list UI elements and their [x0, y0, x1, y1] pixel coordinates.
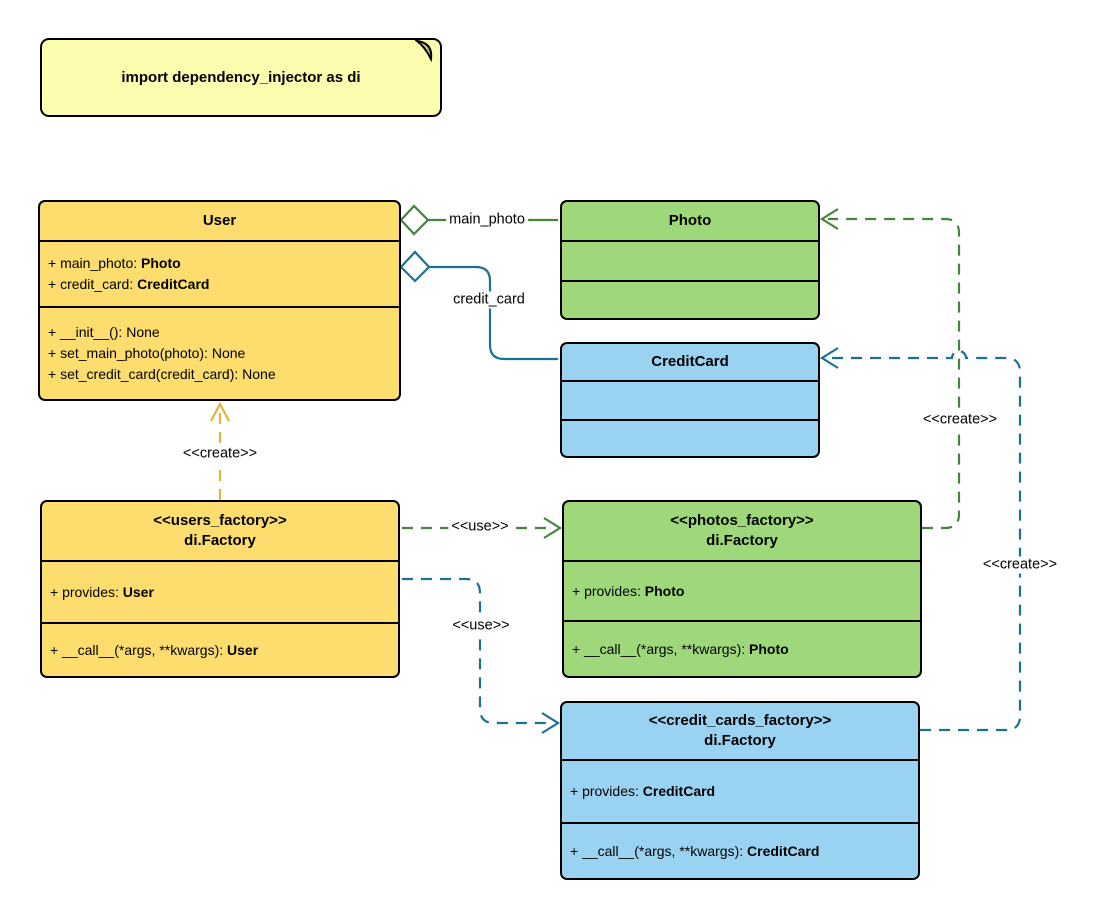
create-user-arrowhead [210, 401, 230, 422]
class-photo-methods [562, 280, 818, 318]
method-text: + set_main_photo(photo): None [48, 345, 246, 361]
note-fold-icon [415, 39, 433, 63]
class-photo-attributes [562, 240, 818, 280]
use-credit-cards-line [402, 577, 550, 725]
class-credit-cards-factory-attributes: + provides: CreditCard [562, 759, 918, 822]
class-users-factory: <<users_factory>> di.Factory + provides:… [40, 500, 400, 678]
method-line: + set_main_photo(photo): None [48, 343, 391, 364]
edge-label-use-credit-cards: <<use>> [449, 617, 513, 635]
class-users-factory-title: <<users_factory>> di.Factory [42, 502, 398, 560]
create-credit-card-line [828, 349, 1022, 732]
note-import: import dependency_injector as di [40, 38, 442, 117]
method-type: CreditCard [747, 842, 820, 859]
attribute-type: CreditCard [137, 276, 210, 292]
class-photo-title-text: Photo [668, 212, 712, 229]
class-credit-card-attributes [562, 380, 818, 419]
class-user: User + main_photo: Photo + credit_card: … [38, 200, 401, 401]
class-credit-card-methods [562, 419, 818, 456]
attribute-line: + provides: Photo [572, 581, 912, 602]
method-line: + __init__(): None [48, 322, 391, 343]
attribute-text: + provides: [570, 783, 643, 799]
method-type: Photo [749, 640, 789, 657]
attribute-line: + credit_card: CreditCard [48, 274, 391, 295]
class-credit-cards-factory-methods: + __call__(*args, **kwargs): CreditCard [562, 822, 918, 878]
edge-label-create-photo: <<create>> [919, 411, 1001, 429]
class-photos-factory-title: <<photos_factory>> di.Factory [564, 502, 920, 560]
edge-label-create-user: <<create>> [179, 445, 261, 463]
method-text: + __call__(*args, **kwargs): [572, 640, 750, 657]
class-credit-cards-factory: <<credit_cards_factory>> di.Factory + pr… [560, 701, 920, 880]
attribute-line: + provides: User [50, 582, 390, 603]
edge-label-credit-card: credit_card [450, 291, 528, 309]
class-users-factory-attributes: + provides: User [42, 560, 398, 622]
class-users-factory-methods: + __call__(*args, **kwargs): User [42, 622, 398, 676]
create-photo-arrowhead [819, 208, 839, 230]
edge-label-main-photo: main_photo [446, 211, 528, 229]
class-photos-factory-methods: + __call__(*args, **kwargs): Photo [564, 620, 920, 676]
attribute-type: Photo [141, 255, 181, 271]
attribute-text: + main_photo: [48, 255, 142, 271]
class-photos-factory-title-text: di.Factory [706, 532, 778, 549]
attribute-type: Photo [644, 582, 685, 599]
method-line: + set_credit_card(credit_card): None [48, 364, 391, 385]
class-credit-card-title-text: CreditCard [651, 353, 729, 370]
attribute-line: + provides: CreditCard [570, 781, 910, 802]
method-text: + __call__(*args, **kwargs): [50, 641, 228, 658]
method-text: + __call__(*args, **kwargs): [570, 842, 748, 859]
class-credit-cards-factory-title-text: di.Factory [704, 732, 776, 749]
class-credit-card: CreditCard [560, 342, 820, 458]
aggregation-diamond-main-photo [399, 204, 430, 236]
attribute-type: CreditCard [642, 783, 716, 799]
method-line: + __call__(*args, **kwargs): User [50, 640, 390, 661]
method-line: + __call__(*args, **kwargs): Photo [572, 639, 912, 660]
class-user-methods: + __init__(): None + set_main_photo(phot… [40, 306, 399, 399]
class-photos-factory: <<photos_factory>> di.Factory + provides… [562, 500, 922, 678]
create-credit-card-arrowhead [819, 347, 839, 369]
stereotype-text: <<users_factory>> [153, 512, 287, 529]
class-photos-factory-attributes: + provides: Photo [564, 560, 920, 620]
method-line: + __call__(*args, **kwargs): CreditCard [570, 841, 910, 862]
class-photo-title: Photo [562, 202, 818, 240]
stereotype-text: <<credit_cards_factory>> [648, 712, 832, 729]
class-photo: Photo [560, 200, 820, 320]
edge-label-create-credit-card: <<create>> [979, 556, 1061, 574]
method-text: + set_credit_card(credit_card): None [48, 366, 276, 382]
attribute-line: + main_photo: Photo [48, 253, 391, 274]
attribute-text: + provides: [572, 582, 645, 599]
class-users-factory-title-text: di.Factory [184, 532, 256, 549]
class-credit-cards-factory-title: <<credit_cards_factory>> di.Factory [562, 703, 918, 759]
note-text: import dependency_injector as di [121, 69, 361, 86]
create-photo-line [828, 217, 961, 530]
credit-card-aggregation-line [429, 265, 558, 361]
stereotype-text: <<photos_factory>> [670, 512, 814, 529]
class-user-title: User [40, 202, 399, 240]
edge-label-use-photos: <<use>> [448, 518, 512, 536]
class-user-title-text: User [202, 212, 237, 229]
method-type: User [227, 641, 259, 658]
attribute-text: + credit_card: [48, 276, 138, 292]
attribute-text: + provides: [50, 583, 123, 600]
use-credit-cards-arrowhead [541, 712, 561, 734]
use-photos-arrowhead [543, 517, 563, 539]
aggregation-diamond-credit-card [399, 250, 431, 283]
method-text: + __init__(): None [48, 324, 160, 340]
attribute-type: User [122, 583, 154, 600]
class-credit-card-title: CreditCard [562, 344, 818, 380]
class-user-attributes: + main_photo: Photo + credit_card: Credi… [40, 240, 399, 306]
